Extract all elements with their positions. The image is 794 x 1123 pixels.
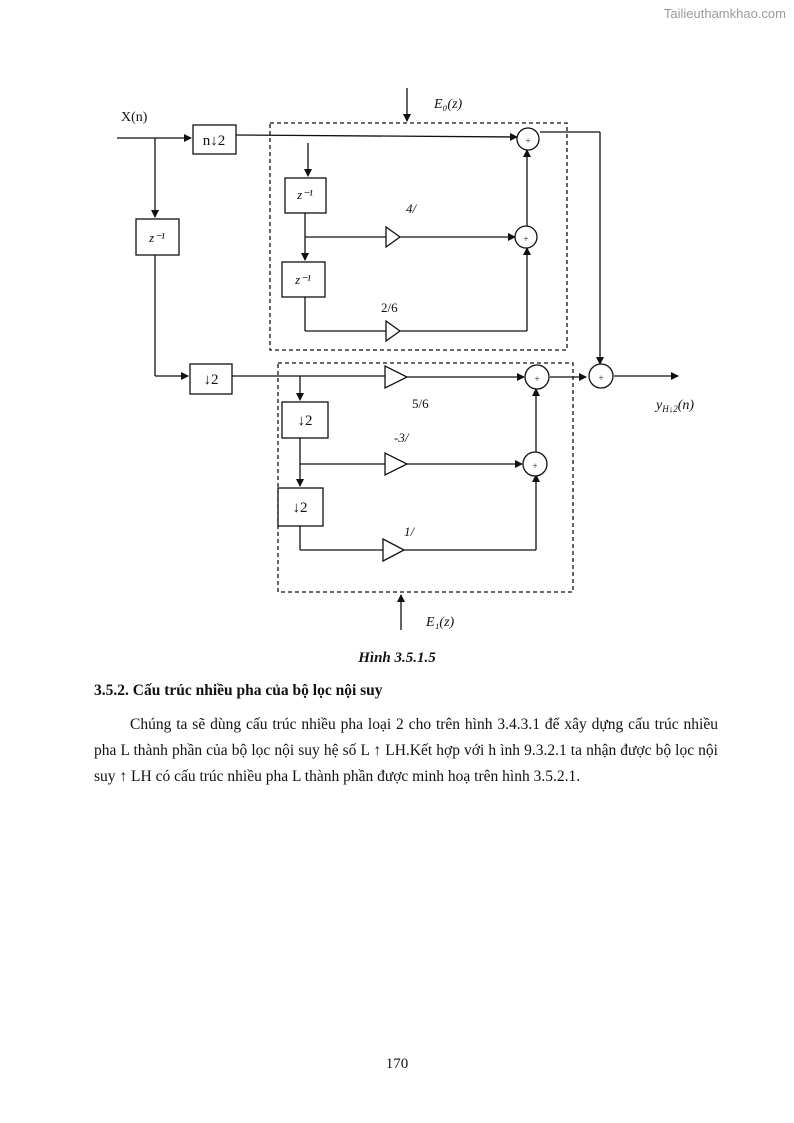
label-downsample-top: n↓2 [203, 133, 226, 149]
label-e0: E₀(z) [433, 97, 463, 112]
label-delay-left: z⁻¹ [148, 230, 165, 245]
label-delay-e0-2: z⁻¹ [294, 272, 311, 287]
watermark: Tailieuthamkhao.com [663, 6, 786, 21]
sum-glyph-5: + [598, 373, 603, 383]
sum-e0-top [516, 127, 540, 151]
label-delay-e0-1: z⁻¹ [296, 187, 313, 202]
figure-caption: Hình 3.5.1.5 [358, 650, 436, 666]
label-delay-e1-2: ↓2 [293, 500, 308, 516]
sum-glyph-1: + [525, 136, 530, 146]
gain-e1-3-triangle [382, 537, 406, 563]
delay-e0-2-block [281, 261, 326, 298]
sum-final [588, 363, 614, 389]
label-input: X(n) [121, 110, 148, 125]
gain-e1-1-triangle [384, 364, 409, 390]
page-number: 170 [385, 1056, 409, 1072]
label-gain-e0-1: 4/ [406, 201, 418, 216]
label-gain-e0-2: 2/6 [381, 300, 398, 315]
sum-glyph-4: + [532, 461, 537, 471]
gain-e0-1-triangle [385, 225, 402, 249]
label-gain-e1-2: -3/ [394, 430, 410, 445]
sum-glyph-2: + [523, 234, 528, 244]
label-output: yH↓2(n) [654, 398, 694, 414]
label-e1: E₁(z) [425, 615, 455, 630]
delay-e1-1-block [281, 401, 329, 439]
e0-subsystem-box [269, 122, 568, 351]
section-heading: 3.5.2. Cấu trúc nhiều pha của bộ lọc nội… [94, 682, 383, 699]
sum-e1-top [524, 364, 550, 390]
gain-e1-2-triangle [384, 451, 409, 477]
gain-e0-2-triangle [385, 319, 402, 343]
downsample-bottom-block [189, 363, 233, 395]
sum-glyph-3: + [534, 374, 539, 384]
downsample-top-block [192, 124, 237, 155]
delay-e0-1-block [284, 177, 327, 214]
sum-e0-mid [514, 225, 538, 249]
label-gain-e1-1: 5/6 [412, 396, 429, 411]
block-diagram: n↓2 z⁻¹ ↓2 z⁻¹ z⁻¹ ↓2 ↓2 4/ 2/6 5/6 -3/ … [117, 88, 694, 630]
e1-subsystem-box [277, 362, 574, 593]
body-paragraph: Chúng ta sẽ dùng cấu trúc nhiều pha loại… [94, 716, 718, 785]
label-delay-e1-1: ↓2 [298, 413, 313, 429]
sum-e1-mid [522, 451, 548, 477]
label-downsample-bottom: ↓2 [204, 372, 219, 388]
delay-e1-2-block [277, 487, 324, 527]
label-gain-e1-3: 1/ [404, 524, 416, 539]
delay-left-block [135, 218, 180, 256]
